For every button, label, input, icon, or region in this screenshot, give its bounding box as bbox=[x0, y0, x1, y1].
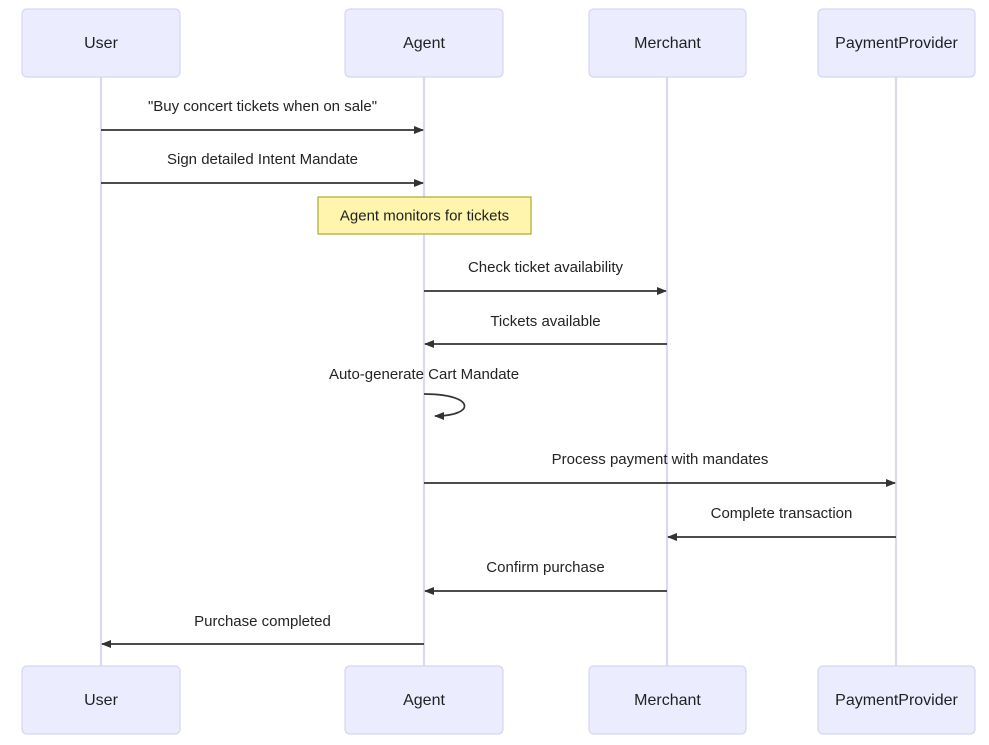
message-self-loop-5[interactable] bbox=[423, 393, 466, 420]
message-9: Purchase completed bbox=[101, 613, 424, 648]
actor-box-merchant-top[interactable] bbox=[588, 8, 747, 78]
actor-boxes-top: User Agent Merchant PaymentProvider bbox=[21, 8, 976, 78]
actor-label-user-top: User bbox=[84, 35, 118, 52]
actor-box-user-bottom[interactable] bbox=[21, 665, 181, 735]
actor-box-user-top[interactable] bbox=[21, 8, 181, 78]
actor-label-user-bottom: User bbox=[84, 692, 118, 709]
lifelines-group bbox=[99, 77, 898, 666]
message-label-6: Process payment with mandates bbox=[552, 451, 769, 468]
message-label-9: Purchase completed bbox=[194, 613, 331, 630]
note-note-agent-monitors: Agent monitors for tickets bbox=[317, 196, 532, 235]
message-1: "Buy concert tickets when on sale" bbox=[101, 98, 424, 134]
message-label-1: "Buy concert tickets when on sale" bbox=[148, 98, 377, 115]
actor-box-paymentprovider-top[interactable] bbox=[817, 8, 976, 78]
message-2: Sign detailed Intent Mandate bbox=[101, 151, 424, 187]
actor-box-agent-bottom[interactable] bbox=[344, 665, 504, 735]
message-label-8: Confirm purchase bbox=[486, 559, 604, 576]
actor-box-paymentprovider-bottom[interactable] bbox=[817, 665, 976, 735]
message-7: Complete transaction bbox=[667, 505, 896, 541]
actor-label-agent-top: Agent bbox=[403, 35, 445, 52]
actor-label-paymentprovider-bottom: PaymentProvider bbox=[835, 692, 958, 709]
message-3: Check ticket availability bbox=[424, 259, 667, 295]
message-label-5: Auto-generate Cart Mandate bbox=[329, 366, 519, 383]
actor-boxes-bottom: User Agent Merchant PaymentProvider bbox=[21, 665, 976, 735]
message-6: Process payment with mandates bbox=[424, 451, 896, 487]
message-label-3: Check ticket availability bbox=[468, 259, 624, 276]
message-8: Confirm purchase bbox=[424, 559, 667, 595]
actor-label-agent-bottom: Agent bbox=[403, 692, 445, 709]
message-label-4: Tickets available bbox=[490, 313, 600, 330]
actor-label-paymentprovider-top: PaymentProvider bbox=[835, 35, 958, 52]
message-label-2: Sign detailed Intent Mandate bbox=[167, 151, 358, 168]
actor-label-merchant-bottom: Merchant bbox=[634, 692, 701, 709]
message-label-7: Complete transaction bbox=[711, 505, 853, 522]
messages-group: "Buy concert tickets when on sale" Sign d… bbox=[101, 98, 896, 648]
message-4: Tickets available bbox=[424, 313, 667, 348]
actor-box-agent-top[interactable] bbox=[344, 8, 504, 78]
notes-group: Agent monitors for tickets bbox=[317, 196, 532, 235]
actor-box-merchant-bottom[interactable] bbox=[588, 665, 747, 735]
actor-label-merchant-top: Merchant bbox=[634, 35, 701, 52]
note-agent-monitors-rect[interactable] bbox=[317, 196, 532, 235]
message-5: Auto-generate Cart Mandate bbox=[329, 366, 519, 420]
note-agent-monitors-label: Agent monitors for tickets bbox=[340, 207, 509, 224]
